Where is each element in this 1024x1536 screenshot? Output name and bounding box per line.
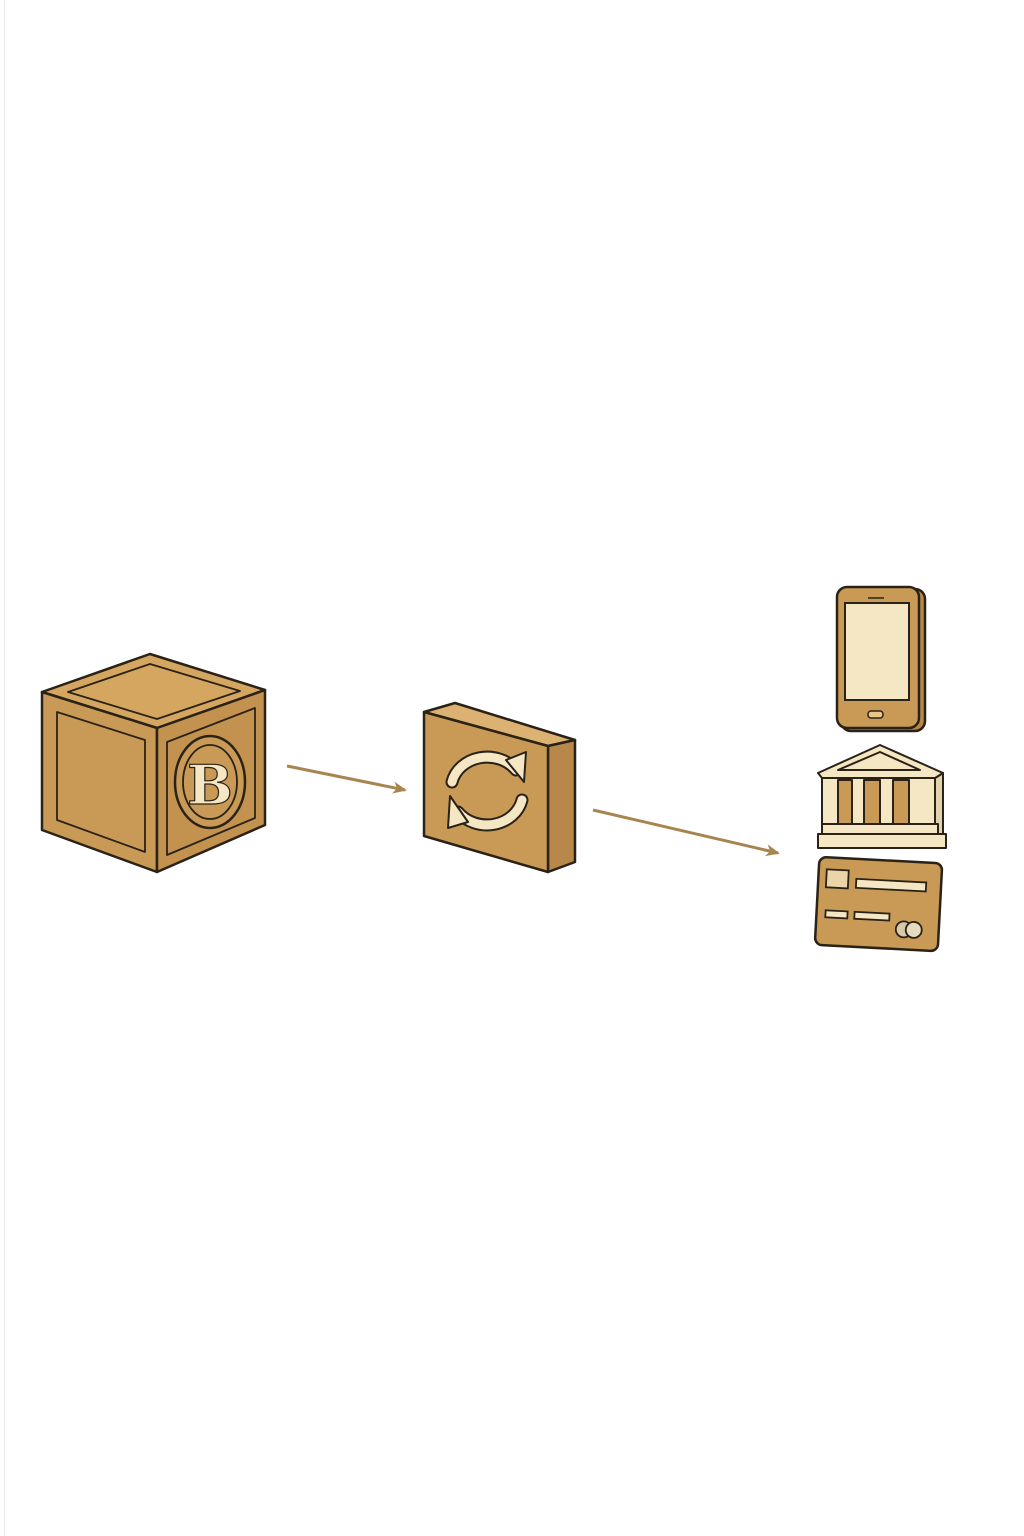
page-edge-divider xyxy=(4,0,5,1536)
bitcoin-cube-icon: B xyxy=(40,652,267,874)
svg-text:B: B xyxy=(187,753,233,817)
arrow-to-exchange xyxy=(286,764,407,794)
sync-icon xyxy=(445,750,529,832)
arrow-to-destinations xyxy=(592,808,780,857)
credit-card-icon xyxy=(813,855,944,953)
exchange-box xyxy=(422,701,577,874)
smartphone-icon xyxy=(835,585,927,733)
bank-icon xyxy=(817,744,947,849)
bitcoin-icon: B xyxy=(173,734,247,830)
